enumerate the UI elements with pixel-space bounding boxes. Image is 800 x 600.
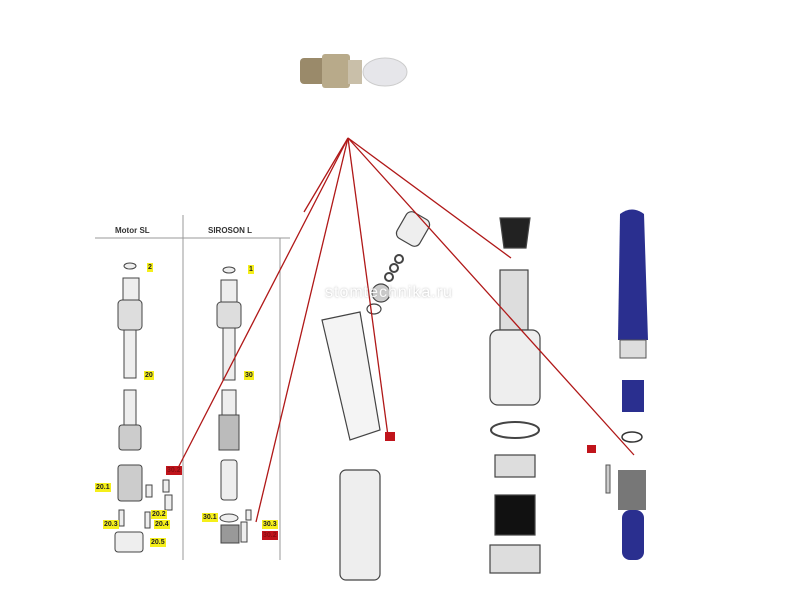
parts-table-frame xyxy=(95,215,290,560)
watermark: stomtechnika.ru xyxy=(325,284,453,301)
blue-handpiece xyxy=(605,209,648,560)
motor-sl-parts xyxy=(114,262,173,553)
column-header-siroson-l: SIROSON L xyxy=(208,226,253,235)
part-label: 1 xyxy=(248,265,254,274)
column-header-motor-sl: Motor SL xyxy=(115,226,150,235)
siroson-l-parts xyxy=(216,266,252,544)
red-part-label: 30.2 xyxy=(166,466,182,475)
part-label: 20.2 xyxy=(151,510,167,519)
part-label: 30 xyxy=(244,371,254,380)
part-label: 30.3 xyxy=(262,520,278,529)
handpiece-exploded-parts xyxy=(321,211,541,581)
part-label: 20 xyxy=(144,371,154,380)
part-label: 20.3 xyxy=(103,520,119,529)
part-label: 20.5 xyxy=(150,538,166,547)
red-marker xyxy=(385,432,395,441)
leader-lines xyxy=(177,137,635,523)
red-part-label: 30.2 xyxy=(262,531,278,540)
part-label: 2 xyxy=(147,263,153,272)
part-label: 30.1 xyxy=(202,513,218,522)
part-label: 20.1 xyxy=(95,483,111,492)
bulb-photo xyxy=(300,54,408,88)
part-label: 20.4 xyxy=(154,520,170,529)
red-marker xyxy=(587,445,596,453)
